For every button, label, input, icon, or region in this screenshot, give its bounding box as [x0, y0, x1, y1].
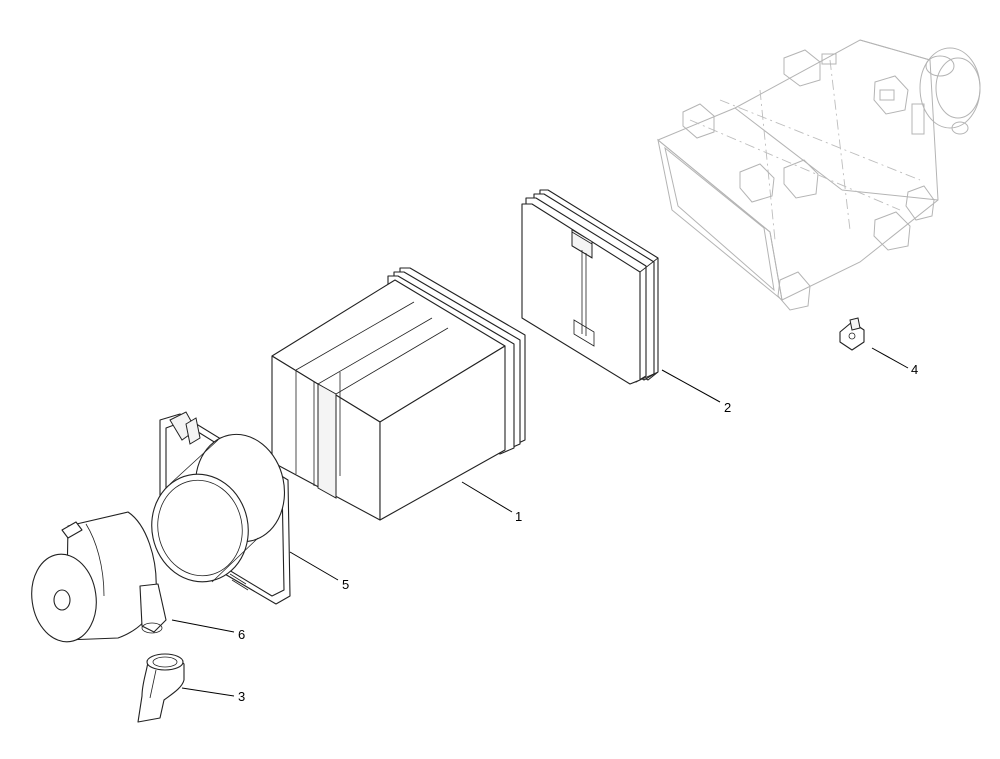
callout-5: 5	[342, 577, 349, 592]
leader-line-3	[181, 687, 235, 697]
part-2-panel-filter	[521, 189, 659, 385]
part-4-clip-nut	[839, 317, 865, 351]
part-5-cover	[151, 411, 291, 605]
callout-1: 1	[515, 509, 522, 524]
leader-line-6	[171, 619, 235, 633]
leader-line-2	[661, 369, 721, 403]
callout-2: 2	[724, 400, 731, 415]
callout-6: 6	[238, 627, 245, 642]
air-cleaner-housing-phantom	[657, 39, 981, 311]
callout-4: 4	[911, 362, 918, 377]
part-6-precleaner	[31, 511, 167, 643]
leader-line-1	[461, 481, 513, 513]
callout-3: 3	[238, 689, 245, 704]
part-1-primary-filter	[271, 267, 526, 521]
part-3-elbow	[137, 653, 185, 723]
leader-line-5	[289, 551, 339, 581]
leader-line-4	[871, 347, 909, 369]
